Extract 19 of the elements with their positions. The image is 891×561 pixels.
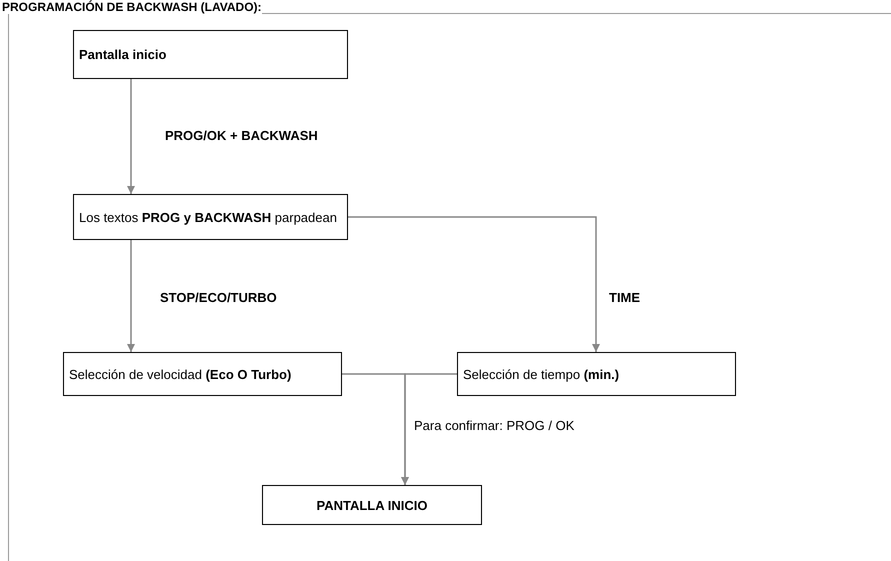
diagram-title: PROGRAMACIÓN DE BACKWASH (LAVADO): (2, 0, 262, 14)
arrow (348, 216, 600, 352)
arrow (127, 79, 135, 194)
edge-label: TIME (607, 290, 642, 305)
box-label: Selección de tiempo (min.) (463, 366, 620, 382)
edge-label: PROG/OK + BACKWASH (163, 128, 320, 143)
arrow (127, 240, 135, 352)
box-label: PANTALLA INICIO (316, 498, 428, 512)
edge-label: STOP/ECO/TURBO (158, 290, 279, 305)
box-label: Los textos PROG y BACKWASH parpadean (79, 210, 337, 224)
process-box (262, 485, 482, 525)
box-label: Selección de velocidad (Eco O Turbo) (69, 366, 292, 382)
arrow (401, 373, 457, 485)
box-label: Pantalla inicio (79, 47, 166, 62)
process-box (73, 30, 348, 79)
edge-label: Para confirmar: PROG / OK (412, 418, 576, 433)
process-box (457, 352, 736, 396)
process-box (63, 352, 342, 396)
process-box (73, 194, 348, 240)
